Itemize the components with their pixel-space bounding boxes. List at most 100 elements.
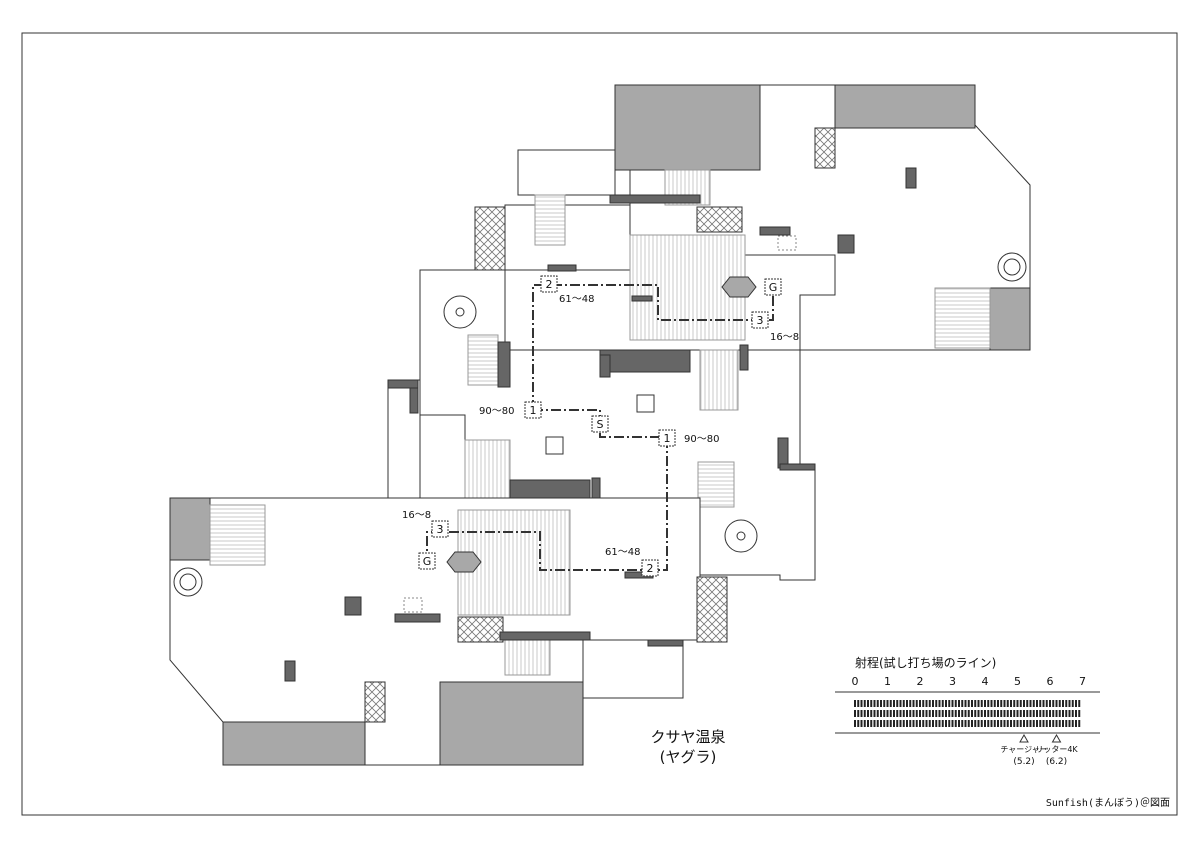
- legend-scale-mark: [860, 720, 863, 727]
- marker-2-upper: 2 61～48: [540, 275, 594, 305]
- legend-scale-mark: [1023, 710, 1025, 717]
- legend-scale-mark: [958, 720, 960, 727]
- legend-scale-mark: [1000, 700, 1003, 707]
- legend-tick-label: 0: [852, 675, 859, 688]
- legend-scale-mark: [941, 710, 944, 717]
- legend-scale-mark: [925, 710, 928, 717]
- marker-s-center: S: [591, 415, 609, 433]
- legend-scale-mark: [1036, 710, 1038, 717]
- legend-scale-mark: [889, 710, 892, 717]
- legend-scale-mark: [883, 710, 886, 717]
- legend-scale-mark: [1013, 700, 1016, 707]
- legend-scale-mark: [889, 700, 892, 707]
- legend-scale-mark: [928, 700, 931, 707]
- legend-scale-mark: [1036, 720, 1038, 727]
- legend-scale-mark: [938, 700, 941, 707]
- map-subtitle: (ヤグラ): [660, 748, 717, 766]
- center-ramp-left: [464, 439, 511, 501]
- svg-text:16～8: 16～8: [770, 332, 799, 343]
- legend-scale-mark: [912, 710, 915, 717]
- legend-scale-mark: [987, 720, 990, 727]
- svg-text:61～48: 61～48: [559, 294, 594, 305]
- lower-hatch-2: [696, 576, 728, 643]
- legend-scale-mark: [1010, 700, 1012, 707]
- legend-scale-mark: [984, 720, 986, 727]
- upper-hatch-2: [474, 206, 506, 273]
- legend-scale-mark: [1013, 710, 1016, 717]
- legend-scale-mark: [977, 700, 980, 707]
- legend-weapons: チャージャー(5.2)リッター4K(6.2): [1000, 733, 1078, 767]
- svg-text:G: G: [423, 555, 432, 568]
- legend-scale-mark: [1075, 720, 1077, 727]
- legend-scale-mark: [867, 700, 869, 707]
- legend-scale-mark: [1045, 720, 1048, 727]
- legend-scale-mark: [880, 720, 882, 727]
- legend-scale-mark: [909, 720, 912, 727]
- legend-scale-mark: [896, 710, 899, 717]
- legend-scale-mark: [987, 700, 990, 707]
- svg-text:3: 3: [757, 314, 764, 327]
- legend-scale-mark: [915, 720, 918, 727]
- legend-scale-mark: [915, 700, 918, 707]
- svg-text:S: S: [597, 418, 604, 431]
- legend-scale-mark: [1078, 700, 1081, 707]
- svg-text:2: 2: [647, 562, 654, 575]
- legend-scale-mark: [1010, 710, 1012, 717]
- legend-scale-mark: [993, 720, 996, 727]
- lower-hatch-1: [364, 681, 386, 723]
- center-box-2: [545, 436, 564, 455]
- legend-scale-mark: [880, 700, 882, 707]
- legend-scale-mark: [1055, 700, 1058, 707]
- legend-scale-mark: [935, 710, 938, 717]
- legend-scale-mark: [1003, 700, 1006, 707]
- legend-scale-mark: [1068, 710, 1071, 717]
- upper-triangle-mark: [777, 235, 797, 251]
- marker-g-upper: G: [764, 278, 782, 296]
- legend-tick-label: 1: [884, 675, 891, 688]
- legend-scale-mark: [906, 720, 908, 727]
- legend-scale-mark: [1042, 720, 1045, 727]
- svg-text:G: G: [769, 281, 778, 294]
- legend-scale-mark: [870, 720, 873, 727]
- legend-scale-mark: [1062, 700, 1064, 707]
- legend-scale-mark: [971, 700, 973, 707]
- legend-scale-mark: [854, 710, 856, 717]
- legend-scale-mark: [886, 720, 889, 727]
- upper-dark-corner: [989, 287, 1031, 351]
- legend-scale-mark: [919, 710, 921, 717]
- center-walls: [387, 341, 816, 509]
- legend-scale-mark: [941, 720, 944, 727]
- legend-scale-mark: [912, 720, 915, 727]
- lower-walls: [284, 571, 684, 682]
- legend-scale-mark: [1026, 720, 1029, 727]
- credit-text: Sunfish(まんぼう)＠図面: [1046, 797, 1170, 809]
- legend-scale-mark: [1042, 700, 1045, 707]
- upper-ramp-2: [664, 169, 711, 206]
- legend-scale-mark: [938, 710, 941, 717]
- legend-scale-mark: [1078, 710, 1081, 717]
- legend-scale-mark: [854, 720, 856, 727]
- lower-triangle-mark: [403, 597, 423, 613]
- legend-tick-label: 4: [982, 675, 989, 688]
- legend-scale-mark: [1045, 710, 1048, 717]
- legend-scale-mark: [961, 720, 964, 727]
- legend-scale-mark: [857, 710, 860, 717]
- legend-scale-mark: [1049, 720, 1051, 727]
- center-steps-right: [697, 461, 735, 508]
- legend-scale-mark: [922, 710, 925, 717]
- svg-text:90～80: 90～80: [479, 406, 514, 417]
- legend-scale-mark: [1019, 710, 1022, 717]
- checkpoint-markers: 2 61～48 G 3 16～8 1 90～80 S 1 90～80 3: [402, 275, 799, 577]
- page-frame: [21, 32, 1178, 816]
- legend-scale-mark: [1016, 720, 1019, 727]
- svg-text:3: 3: [437, 523, 444, 536]
- lower-steps: [209, 504, 266, 566]
- svg-text:2: 2: [546, 278, 553, 291]
- legend-scale-mark: [902, 700, 905, 707]
- legend-scale-mark: [1032, 710, 1035, 717]
- legend-scale-mark: [1019, 700, 1022, 707]
- legend-scale-bars: [854, 700, 1081, 727]
- weapon-range-value: (6.2): [1046, 757, 1067, 767]
- legend-scale-mark: [893, 710, 895, 717]
